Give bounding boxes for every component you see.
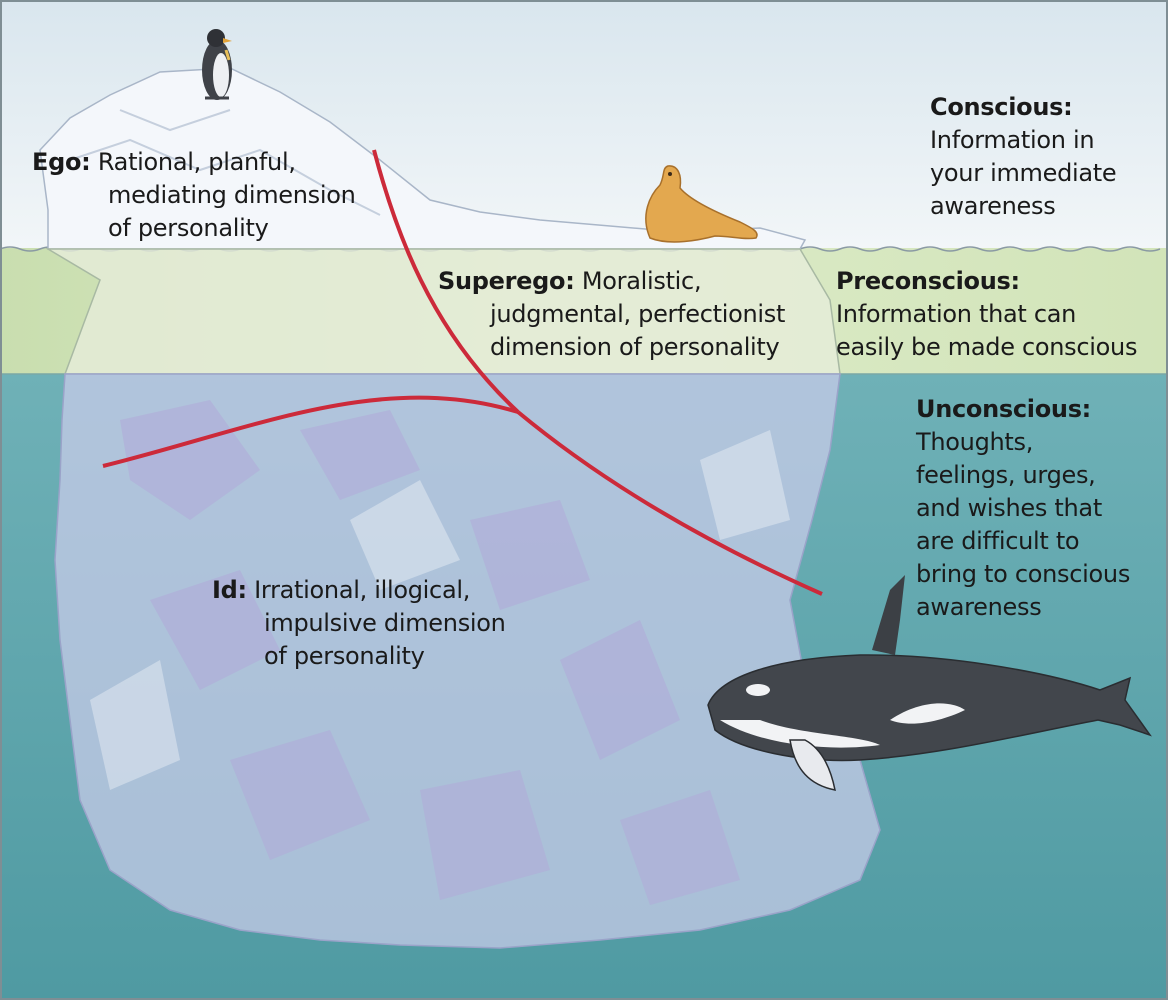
ego-superego-divider [372,149,520,414]
id-desc-line-2: impulsive dimension [264,609,506,637]
seal-icon [645,165,758,243]
iceberg-tip [39,67,807,250]
preconscious-desc-line-1: Information that can [836,300,1077,328]
ego-desc-line-1: Rational, planful, [97,148,296,176]
superego-term: Superego: [438,267,575,295]
unconscious-desc-line-1: Thoughts, [916,428,1034,456]
unconscious-desc-line-5: bring to conscious [916,560,1131,588]
id-desc-line-3: of personality [264,642,425,670]
preconscious-desc-line-2: easily be made conscious [836,333,1138,361]
ego-desc-line-3: of personality [108,214,269,242]
ego-term: Ego: [32,148,91,176]
id-label: Id: Irrational, illogical, impulsive dim… [212,574,506,673]
unconscious-desc-line-4: are difficult to [916,527,1080,555]
conscious-label: Conscious: Information in your immediate… [930,91,1117,223]
conscious-desc-line-1: Information in [930,126,1095,154]
unconscious-term: Unconscious: [916,395,1091,423]
conscious-desc-line-2: your immediate [930,159,1117,187]
id-superego-divider [516,410,823,596]
id-desc-line-1: Irrational, illogical, [254,576,471,604]
unconscious-label: Unconscious: Thoughts, feelings, urges, … [916,393,1130,624]
preconscious-term: Preconscious: [836,267,1020,295]
id-term: Id: [212,576,247,604]
conscious-term: Conscious: [930,93,1073,121]
orca-icon [707,575,1152,791]
unconscious-desc-line-6: awareness [916,593,1042,621]
conscious-desc-line-3: awareness [930,192,1056,220]
penguin-icon [202,29,232,100]
id-divider-curve [102,395,519,468]
superego-desc-line-2: judgmental, perfectionist [490,300,786,328]
unconscious-desc-line-2: feelings, urges, [916,461,1096,489]
unconscious-desc-line-3: and wishes that [916,494,1102,522]
superego-desc-line-1: Moralistic, [581,267,702,295]
superego-desc-line-3: dimension of personality [490,333,780,361]
ego-desc-line-2: mediating dimension [108,181,356,209]
ego-label: Ego: Rational, planful, mediating dimens… [32,146,356,245]
superego-label: Superego: Moralistic, judgmental, perfec… [438,265,785,364]
preconscious-label: Preconscious: Information that can easil… [836,265,1137,364]
